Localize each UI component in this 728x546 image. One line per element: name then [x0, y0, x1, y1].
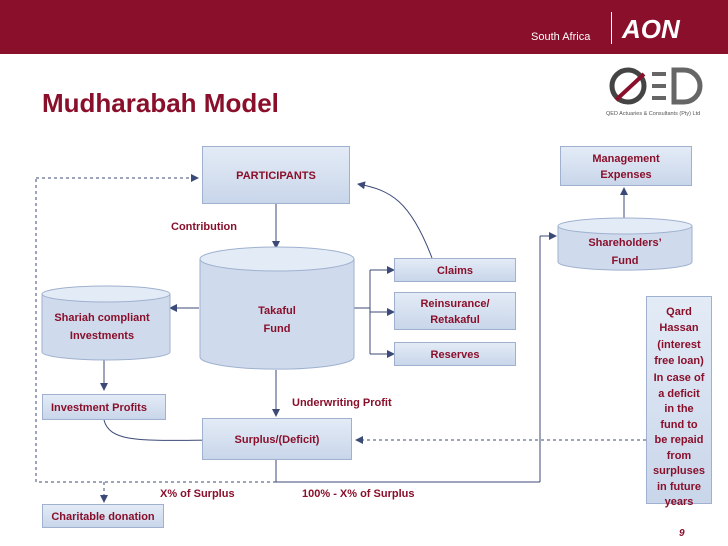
page-number: 9 [679, 528, 685, 539]
qard-hassan-box: Qard Hassan (interest free loan) In case… [646, 296, 712, 508]
management-expenses-box: Management Expenses [560, 146, 692, 186]
management-label-1: Management [592, 153, 660, 165]
shariah-investments-label: Shariah compliant Investments [54, 312, 150, 342]
qed-logo [609, 67, 703, 105]
shareholders-fund-label: Shareholders’ Fund [588, 237, 662, 267]
underwriting-profit-label: Underwriting Profit [292, 397, 392, 409]
participants-box: PARTICIPANTS [202, 146, 350, 204]
management-label-2: Expenses [600, 169, 652, 181]
header-divider [611, 12, 612, 44]
charitable-donation-box: Charitable donation [42, 504, 164, 528]
slide-title: Mudharabah Model [42, 88, 279, 118]
contribution-label: Contribution [171, 221, 237, 233]
takaful-fund-label: Takaful Fund [258, 305, 296, 335]
header-bar [0, 0, 728, 54]
participants-label: PARTICIPANTS [236, 170, 316, 182]
region-label: South Africa [531, 31, 591, 43]
claims-box: Claims [394, 258, 516, 282]
investment-profits-box: Investment Profits [42, 394, 166, 420]
shareholders-fund-cylinder [557, 217, 693, 271]
svg-text:AON: AON [621, 14, 681, 44]
qed-tagline: QED Actuaries & Consultants (Pty) Ltd [606, 111, 701, 117]
surplus-deficit-box: Surplus/(Deficit) [202, 418, 352, 460]
x-surplus-label: X% of Surplus [160, 488, 235, 500]
takaful-fund-cylinder [199, 246, 355, 370]
aon-logo: AON [621, 14, 681, 44]
reserves-box: Reserves [394, 342, 516, 366]
remaining-surplus-label: 100% - X% of Surplus [302, 488, 415, 500]
shariah-investments-cylinder [41, 285, 171, 361]
reinsurance-box: Reinsurance/ Retakaful [394, 292, 516, 330]
